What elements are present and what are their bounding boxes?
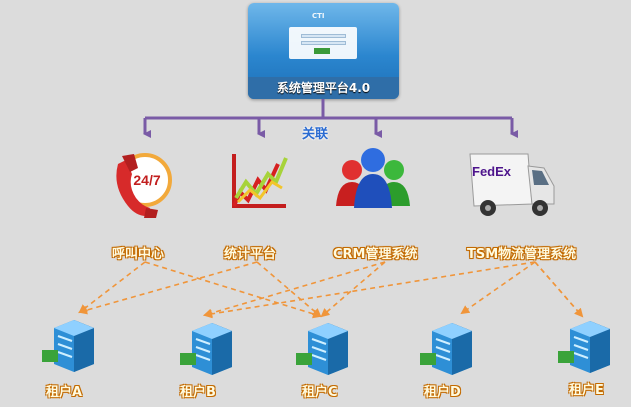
system-platform-thumbnail: CTI 系统管理平台4.0: [248, 3, 399, 99]
relation-label: 关联: [302, 127, 329, 142]
service-label-tsm: TSM物流管理系统: [467, 247, 577, 262]
service-label-call-center: 呼叫中心: [112, 247, 165, 262]
crm-users-icon: [336, 148, 410, 208]
screenshot-logo: CTI: [312, 12, 325, 20]
tenant-label-a: 租户A: [46, 385, 83, 400]
purple-connectors: [143, 99, 518, 138]
platform-caption: 系统管理平台4.0: [248, 77, 399, 99]
delivery-truck-icon: FedEx: [469, 153, 555, 216]
tenant-b-server-icon: [180, 323, 232, 375]
tenant-label-e: 租户E: [569, 383, 604, 398]
statistics-chart-icon: [232, 154, 288, 208]
tenant-label-b: 租户B: [180, 385, 216, 400]
tenant-e-server-icon: [558, 321, 610, 373]
call-center-24-7-icon: 24/7: [116, 153, 172, 218]
badge-247: 24/7: [133, 172, 160, 188]
login-form-preview: [289, 27, 357, 59]
tenant-label-d: 租户D: [424, 385, 461, 400]
tenant-a-server-icon: [42, 320, 94, 372]
orange-dashed-connectors: [78, 261, 584, 319]
tenant-c-server-icon: [296, 323, 348, 375]
login-screenshot: CTI: [248, 3, 399, 77]
tenant-d-server-icon: [420, 323, 472, 375]
service-label-crm: CRM管理系统: [333, 247, 418, 262]
fedex-logo: FedEx: [472, 164, 512, 179]
service-label-statistics: 统计平台: [224, 247, 277, 262]
tenant-label-c: 租户C: [302, 385, 338, 400]
